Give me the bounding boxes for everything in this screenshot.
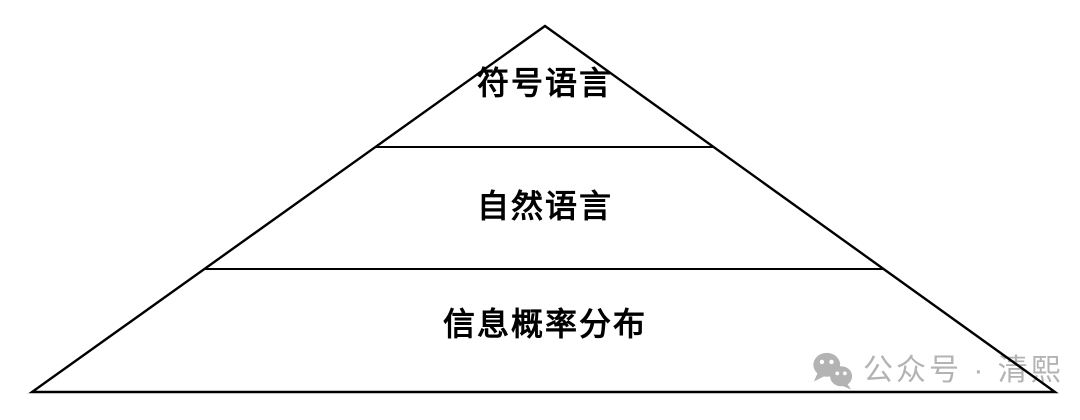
- wechat-icon: [813, 352, 853, 390]
- watermark-text: 公众号 · 清熙: [863, 354, 1064, 387]
- tier-label-information-probability-distribution: 信息概率分布: [442, 306, 648, 342]
- tier-label-symbolic-language: 符号语言: [476, 65, 614, 101]
- watermark: 公众号 · 清熙: [810, 351, 1064, 391]
- tier-label-natural-language: 自然语言: [476, 188, 614, 224]
